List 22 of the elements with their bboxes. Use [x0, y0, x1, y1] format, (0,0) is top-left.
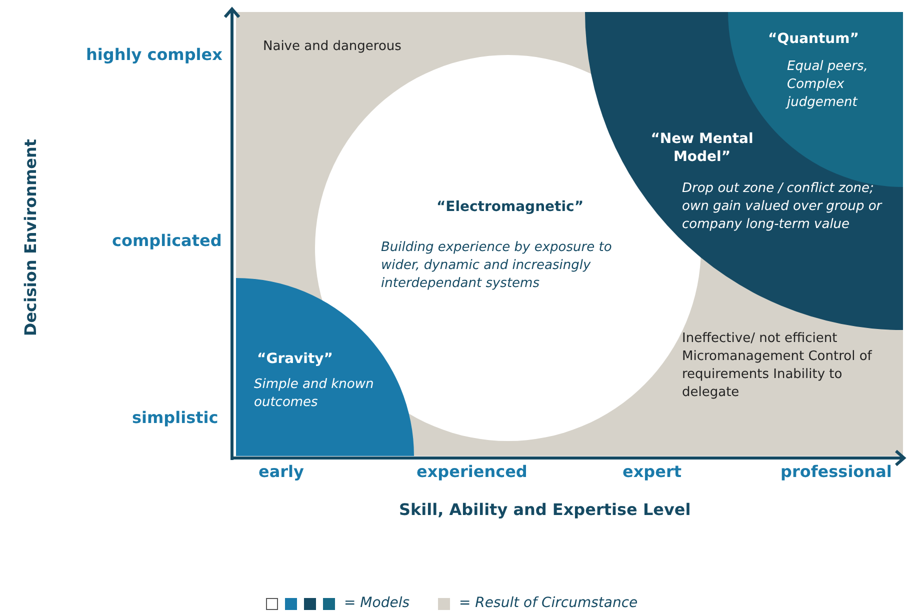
- axis-tick-label: professional: [780, 462, 892, 481]
- axis-tick-label: highly complex: [86, 45, 222, 64]
- legend-label: = Models: [344, 595, 410, 611]
- background-region: [236, 12, 903, 456]
- axis-tick-label: experienced: [416, 462, 528, 481]
- axis-title: Skill, Ability and Expertise Level: [399, 500, 691, 519]
- region-title: “New Mental Model”: [650, 130, 754, 166]
- axis-tick-label: complicated: [112, 231, 222, 250]
- region-description: Equal peers, Complex judgement: [787, 58, 869, 112]
- region-description: Drop out zone / conflict zone; own gain valued over group or company long-term value: [682, 180, 884, 234]
- region-note: Naive and dangerous: [263, 38, 402, 56]
- region-title: “Electromagnetic”: [435, 198, 585, 216]
- axis-title: Decision Environment: [20, 138, 40, 336]
- region-title: “Gravity”: [257, 350, 334, 368]
- region-description: Simple and known outcomes: [254, 376, 375, 412]
- region-description: Building experience by exposure to wider, dynamic and increasingly interdependant systems: [381, 239, 613, 293]
- axis-tick-label: expert: [622, 462, 682, 481]
- region-title: “Quantum”: [768, 30, 860, 48]
- axis-tick-label: simplistic: [132, 408, 218, 427]
- axis-tick-label: early: [258, 462, 304, 481]
- legend-label: = Result of Circumstance: [459, 595, 638, 611]
- region-note: Ineffective/ not efficient Micromanagement Control of requirements Inability to delegate: [682, 330, 874, 402]
